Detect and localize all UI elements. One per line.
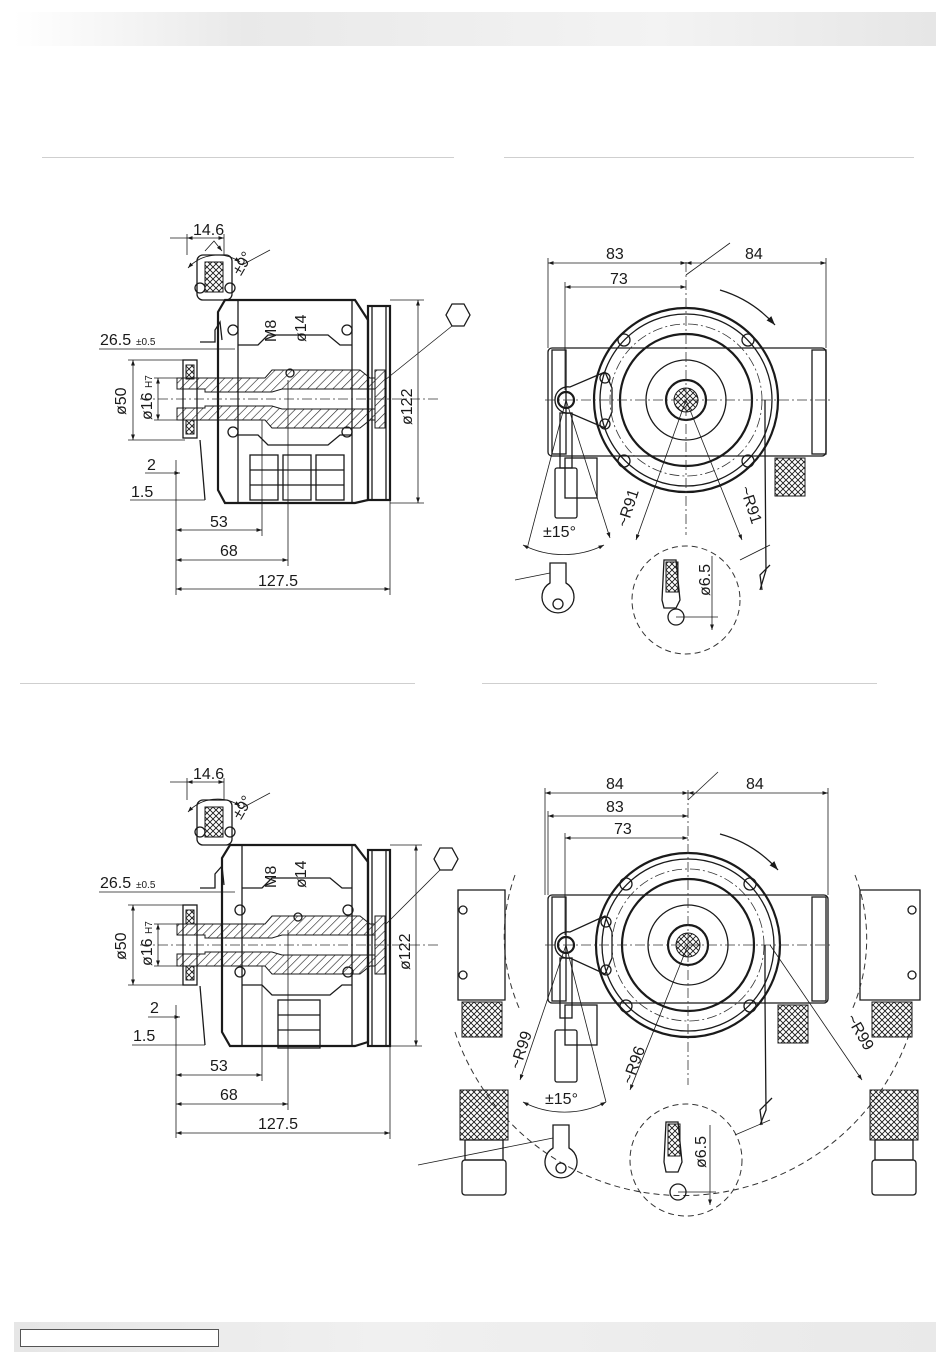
dim-r91-right: ~R91 bbox=[736, 484, 764, 526]
dim-53: 53 bbox=[210, 1058, 228, 1075]
dim-14-6: 14.6 bbox=[193, 222, 224, 239]
dim-r96: ~R96 bbox=[620, 1044, 649, 1086]
label-m8: M8 bbox=[263, 320, 280, 342]
footer-label-box bbox=[20, 1329, 219, 1347]
label-m8: M8 bbox=[263, 866, 280, 888]
dim-26-5-tol: ±0.5 bbox=[136, 880, 156, 891]
dim-84: 84 bbox=[745, 246, 763, 263]
dim-d14: ø14 bbox=[293, 860, 310, 888]
dim-83: 83 bbox=[606, 246, 624, 263]
dim-d122: ø122 bbox=[399, 388, 416, 425]
dim-73: 73 bbox=[614, 821, 632, 838]
dim-2: 2 bbox=[147, 457, 156, 474]
side-view-top: 14.6 ±9° 26.5 ±0.5 ø50 ø16 H7 M8 ø14 ø12… bbox=[99, 222, 470, 595]
dim-r91-left: ~R91 bbox=[615, 487, 643, 529]
dim-84-right: 84 bbox=[746, 776, 764, 793]
dim-26-5: 26.5 bbox=[100, 332, 131, 349]
dim-d14: ø14 bbox=[293, 314, 310, 342]
dim-d6-5: ø6.5 bbox=[697, 564, 714, 596]
dim-68: 68 bbox=[220, 1087, 238, 1104]
dim-14-6: 14.6 bbox=[193, 766, 224, 783]
dim-53: 53 bbox=[210, 514, 228, 531]
dim-d16: ø16 bbox=[139, 392, 156, 420]
dim-2: 2 bbox=[150, 1000, 159, 1017]
dim-84-left: 84 bbox=[606, 776, 624, 793]
dim-9deg: ±9° bbox=[230, 249, 257, 278]
dim-d16-fit: H7 bbox=[144, 375, 155, 388]
side-view-bottom: 14.6 ±9° 26.5 ±0.5 ø50 ø16 H7 M8 ø14 ø12… bbox=[99, 766, 458, 1139]
dim-15deg: ±15° bbox=[543, 524, 576, 541]
dim-d122: ø122 bbox=[397, 933, 414, 970]
dim-d16-fit: H7 bbox=[144, 921, 155, 934]
dim-1-5: 1.5 bbox=[133, 1028, 155, 1045]
dim-d16: ø16 bbox=[139, 938, 156, 966]
dim-73: 73 bbox=[610, 271, 628, 288]
dim-26-5-tol: ±0.5 bbox=[136, 337, 156, 348]
front-view-top: 83 84 73 ~R91 ~R91 ±15° ø6.5 bbox=[515, 243, 830, 654]
dim-d50: ø50 bbox=[113, 932, 130, 960]
dim-26-5: 26.5 bbox=[100, 875, 131, 892]
dim-15deg: ±15° bbox=[545, 1091, 578, 1108]
dim-9deg: ±9° bbox=[230, 793, 257, 822]
dim-127-5: 127.5 bbox=[258, 573, 298, 590]
dim-d6-5: ø6.5 bbox=[693, 1136, 710, 1168]
dim-r99-left: ~R99 bbox=[508, 1029, 536, 1071]
dim-83: 83 bbox=[606, 799, 624, 816]
front-view-bottom: 84 84 83 73 ~R99 ~R96 ~R99 ±15° ø6.5 bbox=[418, 772, 920, 1216]
dim-d50: ø50 bbox=[113, 387, 130, 415]
dim-1-5: 1.5 bbox=[131, 484, 153, 501]
dim-127-5: 127.5 bbox=[258, 1116, 298, 1133]
dim-68: 68 bbox=[220, 543, 238, 560]
